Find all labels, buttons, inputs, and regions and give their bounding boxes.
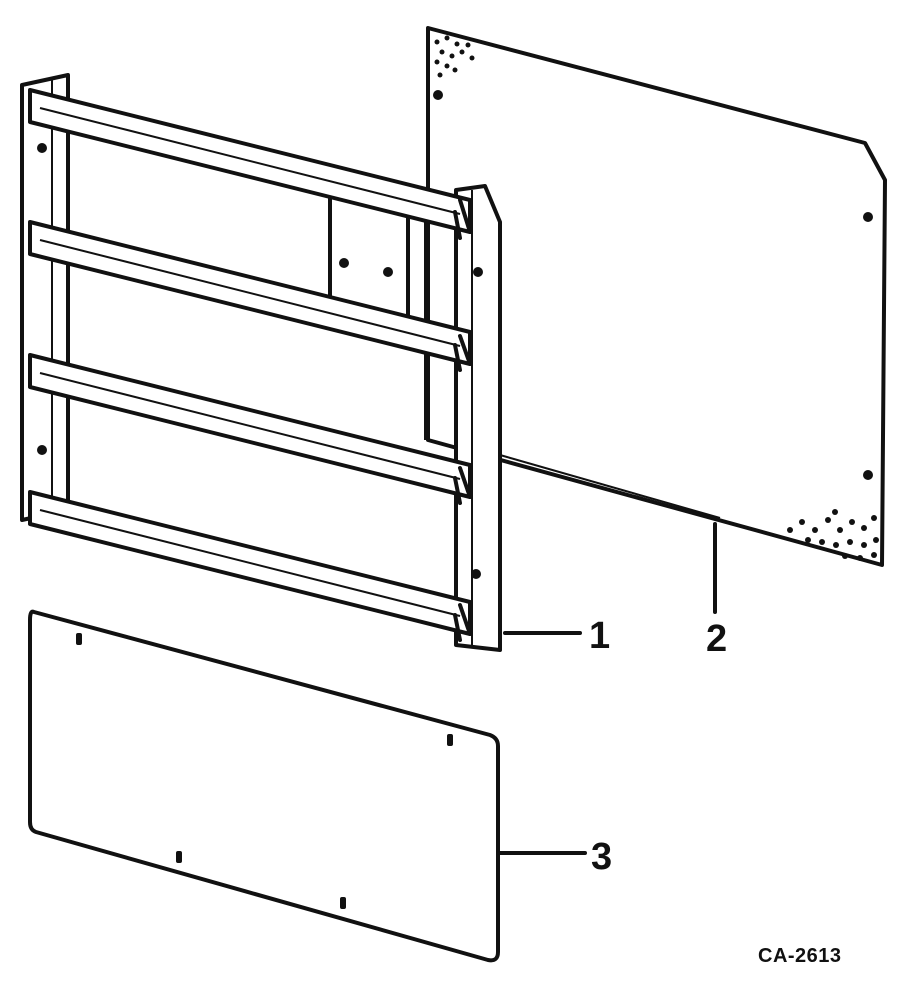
frame-hole	[383, 267, 393, 277]
back-panel-lower-edge	[499, 454, 721, 519]
back-panel-hole	[433, 90, 443, 100]
frame-hole	[37, 445, 47, 455]
channel-4	[28, 490, 472, 642]
callout-2: 2	[706, 618, 728, 660]
channel-1	[28, 88, 472, 240]
callout-3: 3	[591, 836, 613, 878]
callout-1: 1	[589, 615, 611, 657]
back-panel	[426, 26, 887, 567]
cover-slot	[176, 851, 182, 863]
figure-id: CA-2613	[758, 945, 842, 967]
frame-hole	[471, 569, 481, 579]
cover-slot	[447, 734, 453, 746]
cover-plate	[28, 609, 500, 963]
frame-hole	[339, 258, 349, 268]
frame-hole	[37, 143, 47, 153]
back-panel-texture-bottom	[787, 509, 879, 561]
channel-frame	[20, 73, 502, 652]
channel-3	[28, 353, 472, 505]
channel-2	[28, 220, 472, 372]
cover-slot	[340, 897, 346, 909]
back-panel-texture-top	[434, 35, 475, 78]
frame-hole	[473, 267, 483, 277]
cover-slot	[76, 633, 82, 645]
back-panel-hole	[863, 470, 873, 480]
back-panel-hole	[863, 212, 873, 222]
